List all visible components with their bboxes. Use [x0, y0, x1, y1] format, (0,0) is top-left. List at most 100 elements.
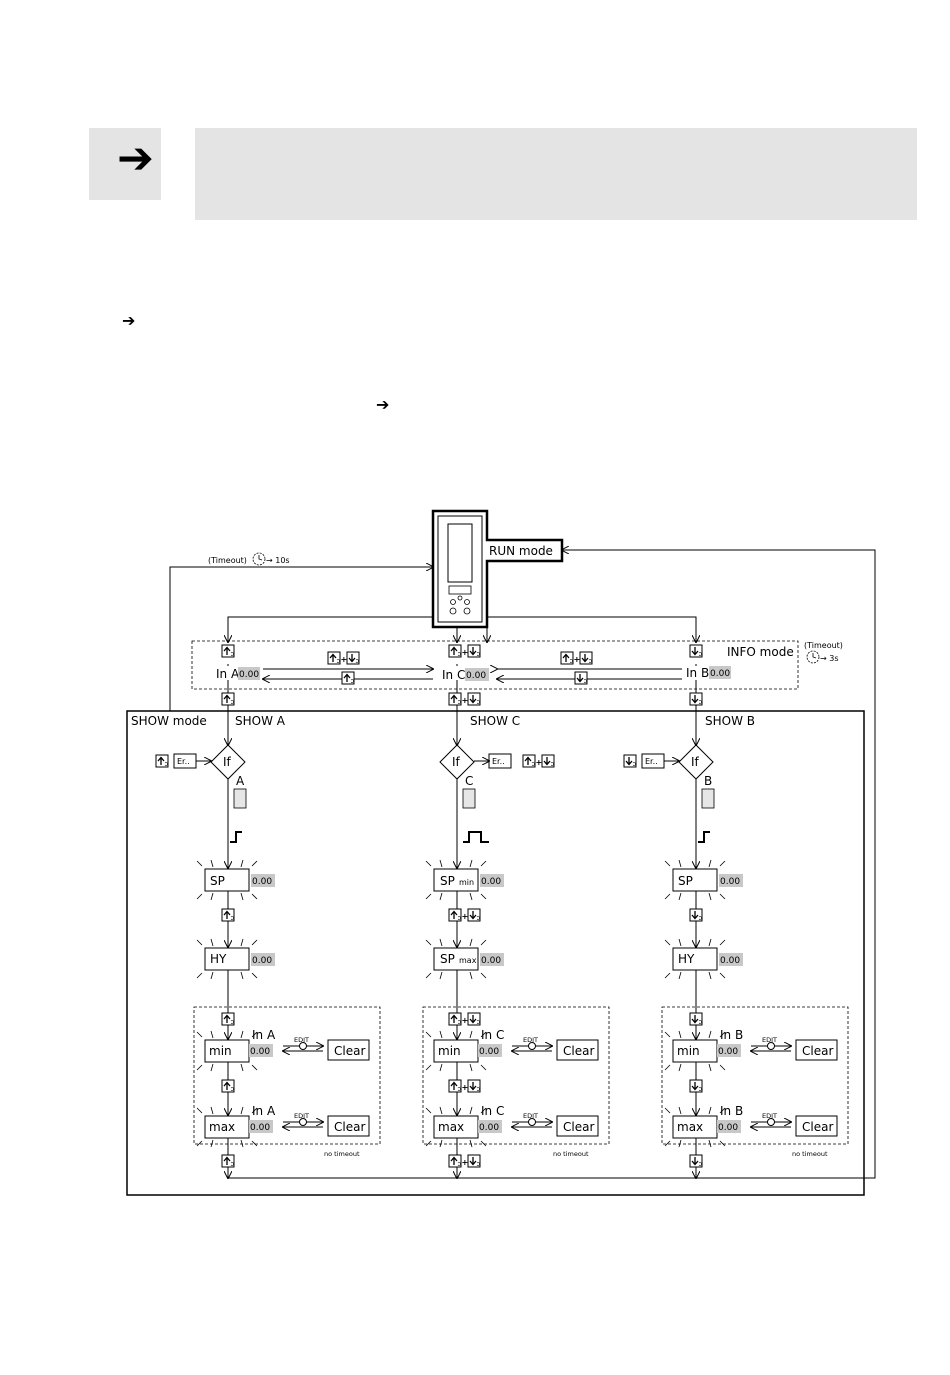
show-mode-label: SHOW mode	[131, 714, 207, 728]
value-bg	[251, 874, 275, 887]
blink-rays-icon	[664, 938, 726, 980]
down-button-icon	[689, 1154, 703, 1168]
info-in-b-label: In B	[686, 666, 709, 680]
min-label: min	[677, 1044, 700, 1058]
plus-sign: +	[462, 912, 469, 921]
value-text: 0.00	[720, 877, 740, 887]
run-mode-label: RUN mode	[489, 544, 553, 558]
value-bg	[717, 1044, 741, 1057]
up-button-icon	[221, 908, 235, 922]
clear-button[interactable]: Clear	[556, 1115, 599, 1137]
value-bg	[480, 953, 504, 966]
info-in-c-label: In C	[442, 668, 465, 682]
up-button-icon	[448, 1012, 462, 1026]
value-text: 0.00	[250, 1123, 270, 1133]
plus-sign: +	[341, 655, 348, 664]
down-button-icon	[579, 651, 593, 665]
edit-label: EDIT	[523, 1036, 538, 1044]
up-button-icon	[560, 651, 574, 665]
down-button-icon	[541, 754, 555, 768]
up-button-icon	[448, 1079, 462, 1093]
value-text: 0.00	[718, 1123, 738, 1133]
up-button-icon	[327, 651, 341, 665]
edit-knob	[528, 1118, 536, 1126]
max-label: max	[438, 1120, 464, 1134]
down-button-icon	[689, 692, 703, 706]
clear-button[interactable]: Clear	[795, 1115, 838, 1137]
up-button-icon	[221, 692, 235, 706]
down-button-icon	[689, 644, 703, 658]
plus-sign: +	[462, 1158, 469, 1167]
info-in-a-label: In A	[216, 667, 240, 681]
up-button-icon	[221, 644, 235, 658]
run-timeout-value: → 10s	[266, 556, 290, 565]
down-button-icon	[689, 1079, 703, 1093]
clear-button[interactable]: Clear	[795, 1039, 838, 1061]
clear-button-label: Clear	[802, 1120, 833, 1134]
blink-rays-icon	[196, 1030, 258, 1072]
info-mode-frame	[191, 640, 799, 690]
if-label: If	[691, 755, 700, 769]
info-in-c-value-bg	[465, 668, 489, 681]
info-in-a-value: 0.00	[239, 670, 259, 680]
sp-max-label: SP	[440, 952, 455, 966]
down-button-icon	[689, 908, 703, 922]
clear-button[interactable]: Clear	[327, 1039, 370, 1061]
up-button-icon	[448, 644, 462, 658]
up-button-icon	[155, 754, 169, 768]
max-label: max	[209, 1120, 235, 1134]
edit-knob	[299, 1118, 307, 1126]
down-button-icon	[346, 651, 360, 665]
clear-button[interactable]: Clear	[327, 1115, 370, 1137]
info-mode-label: INFO mode	[727, 645, 794, 659]
plus-sign: +	[574, 655, 581, 664]
hy-box	[433, 947, 479, 971]
show-c-label: SHOW C	[470, 714, 520, 728]
clear-button[interactable]: Clear	[556, 1039, 599, 1061]
down-button-icon	[467, 1079, 481, 1093]
if-label: If	[223, 755, 232, 769]
up-button-icon	[221, 1079, 235, 1093]
value-text: 0.00	[252, 877, 272, 887]
value-text: 0.00	[720, 956, 740, 966]
no-timeout-label: no timeout	[324, 1150, 360, 1158]
blink-rays-icon	[664, 1106, 726, 1148]
right-arrow-icon: ➔	[122, 311, 136, 330]
down-button-icon	[574, 671, 588, 685]
right-arrow-icon: ➔	[117, 133, 154, 184]
value-bg	[717, 1120, 741, 1133]
value-bg	[719, 874, 743, 887]
input-name: In C	[481, 1104, 504, 1118]
hy-box	[204, 947, 250, 971]
error-label: Er..	[177, 757, 190, 766]
note-icon-box: ➔	[89, 128, 161, 200]
edit-knob	[767, 1118, 775, 1126]
value-text: 0.00	[479, 1123, 499, 1133]
edit-label: EDIT	[523, 1112, 538, 1120]
input-indicator	[462, 788, 476, 809]
clear-button-label: Clear	[563, 1044, 594, 1058]
clear-button-label: Clear	[802, 1044, 833, 1058]
value-bg	[478, 1044, 502, 1057]
min-max-frame	[661, 1006, 849, 1145]
show-a-label: SHOW A	[235, 714, 286, 728]
right-arrow-icon: ➔	[376, 395, 390, 414]
value-bg	[478, 1120, 502, 1133]
down-button-icon	[467, 1154, 481, 1168]
blink-rays-icon	[664, 859, 726, 901]
value-bg	[249, 1120, 273, 1133]
up-button-icon	[448, 908, 462, 922]
device-panel	[431, 509, 564, 629]
value-text: 0.00	[479, 1047, 499, 1057]
min-label: min	[438, 1044, 461, 1058]
plus-sign: +	[536, 758, 543, 767]
step-signal-icon	[698, 831, 710, 843]
blink-rays-icon	[425, 1030, 487, 1072]
blink-rays-icon	[196, 938, 258, 980]
sp-box	[672, 868, 718, 892]
value-bg	[249, 1044, 273, 1057]
value-bg	[480, 874, 504, 887]
hy-label: HY	[210, 952, 227, 966]
min-label: min	[209, 1044, 232, 1058]
pulse-signal-icon	[463, 831, 489, 843]
